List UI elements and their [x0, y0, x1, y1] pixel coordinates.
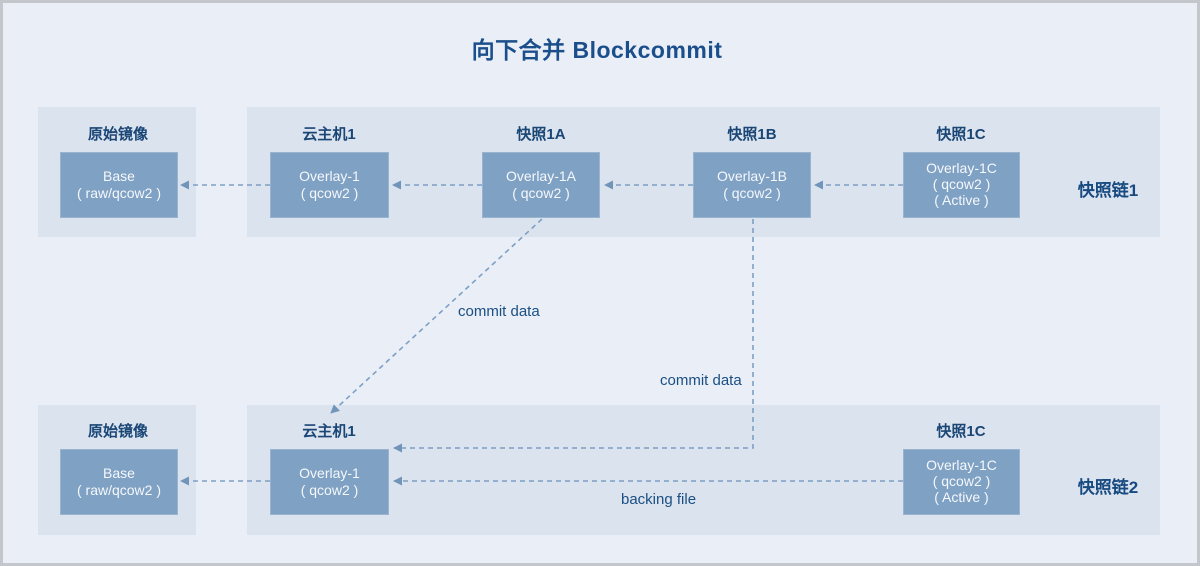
- box-base-top: Base ( raw/qcow2 ): [60, 152, 178, 218]
- box-line: ( raw/qcow2 ): [76, 482, 162, 498]
- box-line: Overlay-1C: [926, 457, 997, 474]
- box-overlay1b: Overlay-1B ( qcow2 ): [693, 152, 811, 218]
- box-line: ( Active ): [934, 191, 989, 208]
- label-snapshot-1c-bottom: 快照1C: [936, 423, 986, 440]
- box-line: Overlay-1: [299, 167, 360, 184]
- box-overlay1c-bottom: Overlay-1C ( qcow2 ) ( Active ): [903, 449, 1020, 515]
- box-line: Base: [103, 167, 135, 184]
- box-line: ( qcow2 ): [723, 185, 781, 201]
- box-overlay1-top: Overlay-1 ( qcow2 ): [270, 152, 389, 218]
- box-line: ( qcow2 ): [932, 176, 991, 193]
- box-line: ( qcow2 ): [932, 473, 991, 490]
- label-snapshot-1b: 快照1B: [727, 126, 777, 143]
- box-base-bottom: Base ( raw/qcow2 ): [60, 449, 178, 515]
- box-line: ( qcow2 ): [300, 482, 359, 498]
- box-line: ( Active ): [934, 488, 989, 505]
- box-overlay1-bottom: Overlay-1 ( qcow2 ): [270, 449, 389, 515]
- label-snapshot-1c-top: 快照1C: [936, 126, 986, 143]
- box-line: Overlay-1: [299, 464, 360, 481]
- label-snapshot-1a: 快照1A: [516, 126, 566, 143]
- label-vm1-bottom: 云主机1: [302, 423, 356, 440]
- box-line: ( raw/qcow2 ): [76, 185, 162, 201]
- box-line: ( qcow2 ): [512, 185, 570, 201]
- annotation-backing-file: backing file: [621, 491, 697, 508]
- label-origin-top: 原始镜像: [87, 126, 148, 143]
- box-line: Base: [103, 464, 135, 481]
- box-line: ( qcow2 ): [300, 185, 359, 201]
- diagram-title: 向下合并 Blockcommit: [471, 37, 723, 63]
- label-vm1-top: 云主机1: [302, 126, 356, 143]
- annotation-commit-data-diagonal: commit data: [458, 303, 540, 320]
- box-line: Overlay-1C: [926, 160, 997, 177]
- box-overlay1c-top: Overlay-1C ( qcow2 ) ( Active ): [903, 152, 1020, 218]
- annotation-commit-data-vertical: commit data: [660, 372, 742, 389]
- chain2-name: 快照链2: [1077, 478, 1139, 497]
- box-overlay1a: Overlay-1A ( qcow2 ): [482, 152, 600, 218]
- label-origin-bottom: 原始镜像: [87, 423, 148, 440]
- box-line: Overlay-1A: [505, 167, 577, 184]
- chain1-name: 快照链1: [1077, 181, 1139, 200]
- box-line: Overlay-1B: [716, 167, 788, 184]
